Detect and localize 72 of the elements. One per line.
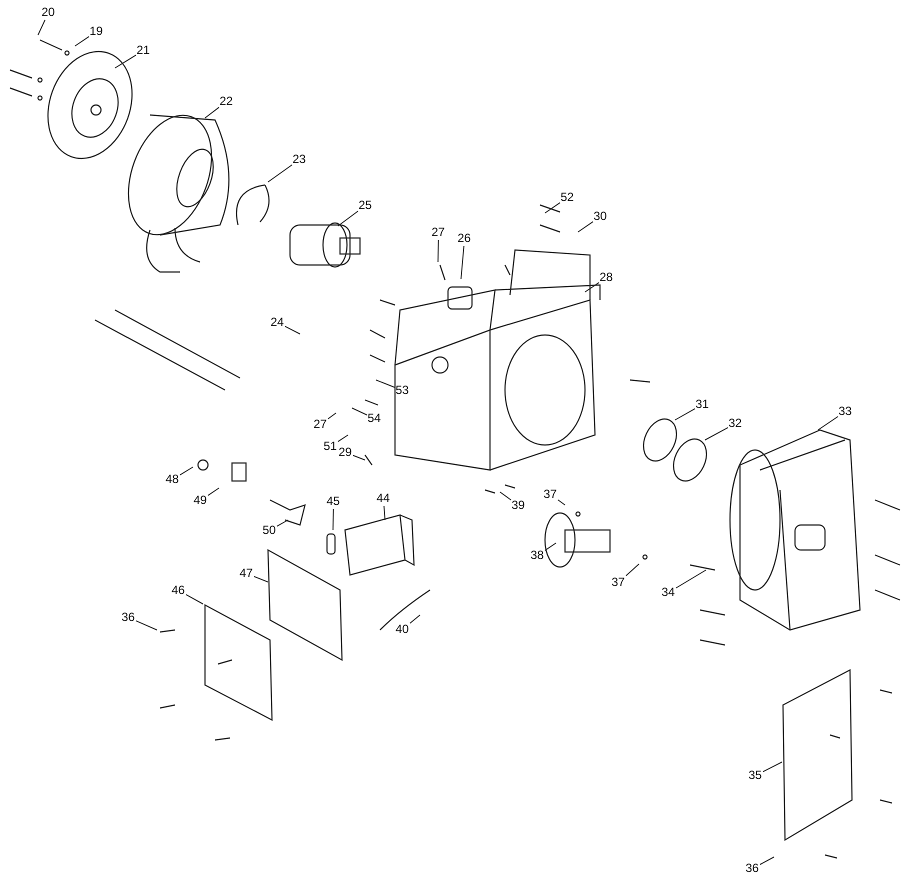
callout-number: 51 (324, 440, 337, 452)
leader-line (180, 466, 194, 476)
callout-number: 44 (376, 492, 390, 504)
leader-line (384, 506, 386, 520)
callout-number: 46 (172, 584, 185, 596)
callout-number: 36 (746, 862, 759, 874)
callout-number: 21 (136, 44, 150, 56)
callout-number: 35 (748, 768, 762, 782)
callout-number: 49 (194, 494, 207, 506)
callout-number: 29 (338, 446, 352, 458)
leader-line (460, 246, 464, 280)
callout-number: 50 (262, 524, 276, 536)
leader-line (352, 408, 368, 416)
callout-number: 45 (326, 494, 340, 508)
leader-line (136, 620, 158, 630)
leader-line (284, 326, 300, 334)
callout-number: 26 (458, 232, 471, 244)
leader-line (328, 412, 336, 420)
callout-number: 31 (696, 398, 709, 410)
callout-number: 22 (220, 94, 233, 108)
callout-number: 52 (560, 190, 574, 204)
callout-number: 37 (612, 576, 625, 588)
callout-number: 34 (662, 586, 675, 598)
leader-line (818, 416, 838, 430)
leader-line (352, 454, 366, 460)
leader-line (704, 427, 728, 440)
callout-number: 48 (166, 472, 179, 486)
leader-line (558, 499, 566, 506)
callout-number: 54 (368, 412, 381, 424)
leader-line (38, 20, 46, 36)
leader-line (760, 856, 774, 865)
callout-number: 37 (544, 488, 557, 500)
leader-line (438, 240, 439, 262)
callout-number: 33 (838, 404, 852, 418)
callout-number: 47 (240, 566, 253, 580)
leader-line (676, 570, 706, 588)
callout-number: 38 (530, 548, 544, 562)
leader-line (186, 594, 204, 604)
leader-line (410, 614, 420, 624)
leader-line (500, 492, 512, 500)
callout-number: 24 (270, 316, 284, 328)
leader-line (762, 762, 782, 772)
leader-line (338, 434, 348, 442)
leader-line (674, 408, 696, 420)
leader-line (584, 282, 600, 292)
leader-line (376, 380, 396, 388)
leader-line (254, 576, 268, 582)
leader-line (332, 508, 334, 530)
callout-number: 25 (358, 198, 372, 212)
callout-number: 19 (90, 24, 103, 38)
leader-line (268, 164, 292, 182)
leader-line (544, 202, 560, 214)
callout-number: 32 (728, 416, 742, 430)
callout-number: 27 (314, 418, 327, 430)
callout-number: 28 (600, 270, 613, 284)
leader-line (276, 520, 288, 527)
leader-line (338, 210, 358, 226)
callout-number: 39 (512, 498, 525, 512)
callout-number: 23 (292, 152, 306, 166)
leader-line (578, 221, 594, 232)
leader-line (626, 564, 640, 576)
leader-line (74, 36, 90, 46)
callout-number: 30 (594, 210, 607, 222)
callout-number: 53 (396, 384, 409, 396)
callout-number: 40 (396, 622, 409, 636)
callout-number: 20 (42, 6, 55, 18)
leader-line (114, 54, 136, 68)
callout-number: 27 (432, 226, 445, 238)
leader-line (544, 542, 556, 551)
leader-line (204, 106, 220, 118)
leader-line (208, 488, 220, 496)
callout-number: 36 (122, 610, 135, 624)
